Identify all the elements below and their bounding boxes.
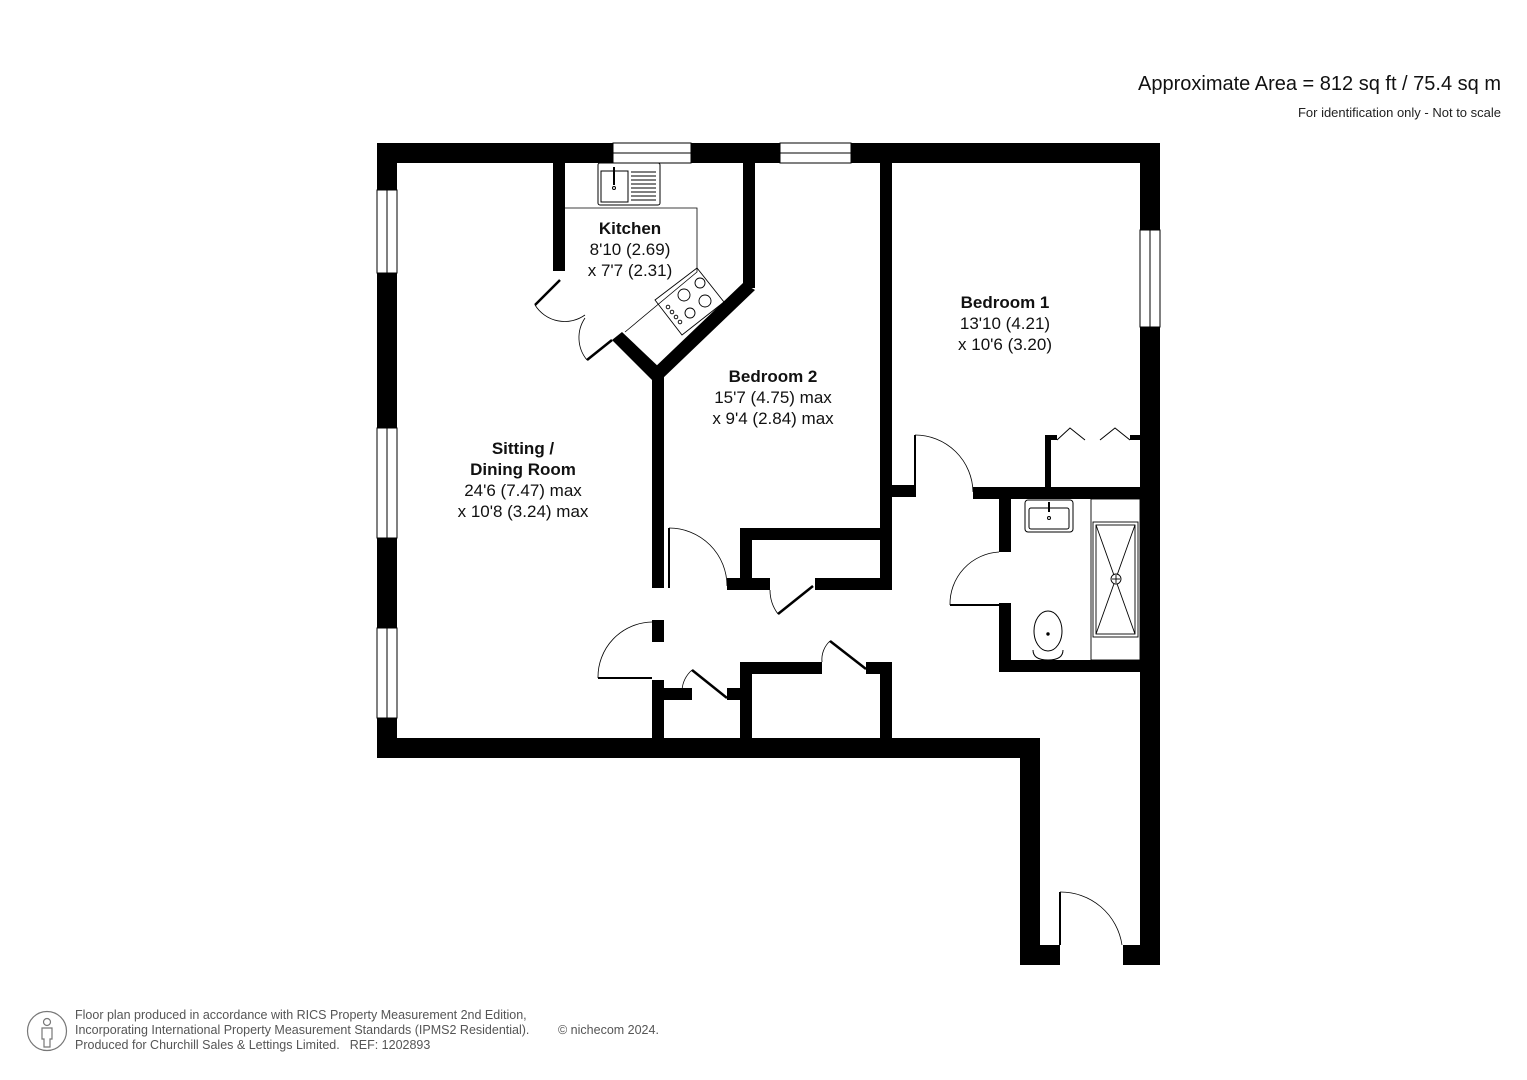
room-name: Bedroom 1 — [960, 293, 1050, 312]
room-dimension: x 7'7 (2.31) — [587, 261, 673, 280]
kitchen-sink-icon — [597, 162, 661, 206]
windows — [376, 142, 1161, 719]
room-name: Bedroom 2 — [728, 367, 818, 386]
copyright: © nichecom 2024. — [558, 1023, 659, 1037]
walls — [377, 143, 1160, 965]
room-bedroom-2: Bedroom 2 15'7 (4.75) max x 9'4 (2.84) m… — [693, 366, 853, 429]
room-dimension: 13'10 (4.21) — [959, 314, 1051, 333]
reference-number: REF: 1202893 — [349, 1038, 431, 1052]
doors — [534, 279, 1131, 946]
hob-icon — [654, 267, 725, 336]
room-kitchen: Kitchen 8'10 (2.69) x 7'7 (2.31) — [560, 218, 700, 281]
room-bedroom-1: Bedroom 1 13'10 (4.21) x 10'6 (3.20) — [930, 292, 1080, 355]
footer: Floor plan produced in accordance with R… — [75, 1008, 659, 1053]
room-dimension: 8'10 (2.69) — [589, 240, 671, 259]
room-sitting-dining: Sitting / Dining Room 24'6 (7.47) max x … — [438, 438, 608, 522]
disclaimer: For identification only - Not to scale — [1297, 105, 1501, 120]
person-icon — [26, 1010, 68, 1052]
room-dimension: x 9'4 (2.84) max — [712, 409, 834, 428]
room-dimension: x 10'6 (3.20) — [958, 335, 1052, 354]
room-name: Sitting / — [491, 439, 555, 458]
approximate-area: Approximate Area = 812 sq ft / 75.4 sq m — [1138, 73, 1501, 95]
room-dimension: 15'7 (4.75) max — [714, 388, 832, 407]
footer-line-2: Incorporating International Property Mea… — [75, 1023, 530, 1037]
worktop — [565, 207, 698, 333]
room-dimension: x 10'8 (3.24) max — [457, 502, 589, 521]
room-name: Kitchen — [598, 219, 662, 238]
shower-tray-icon — [1090, 498, 1141, 661]
room-name: Dining Room — [470, 460, 576, 479]
footer-line-1: Floor plan produced in accordance with R… — [75, 1008, 527, 1022]
room-dimension: 24'6 (7.47) max — [464, 481, 582, 500]
footer-line-3: Produced for Churchill Sales & Lettings … — [75, 1038, 340, 1052]
basin-icon — [1024, 499, 1074, 533]
toilet-icon — [1032, 610, 1064, 661]
